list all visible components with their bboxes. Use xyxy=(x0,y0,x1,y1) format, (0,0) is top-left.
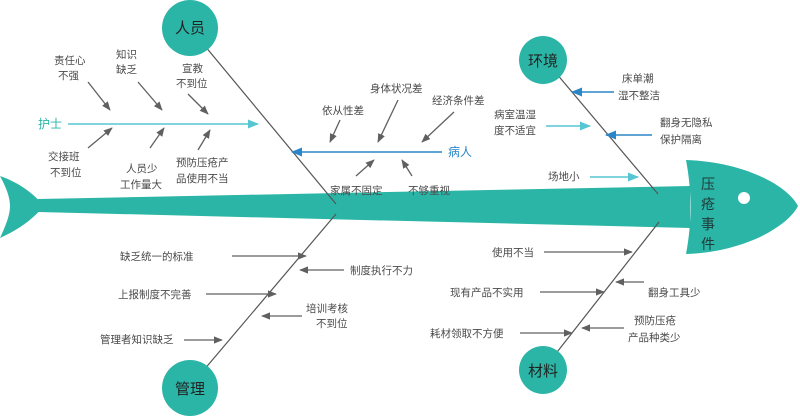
label-chuangdan: 床单潮 xyxy=(622,72,654,85)
label-yufangzhonglei: 预防压疮 xyxy=(634,314,676,327)
label-peixun: 培训考核 xyxy=(306,302,348,315)
category-guanli: 管理 xyxy=(162,360,218,416)
category-huanjing: 环境 xyxy=(519,36,567,84)
label-guanlizhe: 管理者知识缺乏 xyxy=(100,333,174,346)
arrow-zhongshi xyxy=(401,159,413,177)
label-bingren: 病人 xyxy=(448,144,472,159)
head-char: 事 xyxy=(701,217,715,233)
label-xuanjiao: 宣教 xyxy=(182,62,203,75)
arrow-yufangchanpin xyxy=(197,129,211,151)
label-zerenxin: 不强 xyxy=(58,70,79,82)
label-changdi: 场地小 xyxy=(548,170,580,183)
bone-cailiao xyxy=(542,221,660,371)
label-wenshidu: 度不适宜 xyxy=(494,124,536,137)
label-shangbao: 上报制度不完善 xyxy=(118,288,192,301)
label-shenti: 身体状况差 xyxy=(370,82,423,95)
label-zhishiquefa: 缺乏 xyxy=(116,63,137,76)
fish-spine xyxy=(38,186,690,228)
arrow-renyuanshao xyxy=(149,127,165,149)
arrow-zhishiquefa xyxy=(137,81,163,111)
fish-eye xyxy=(738,192,750,204)
category-renyuan: 人员 xyxy=(162,0,218,56)
label-jiaojieban: 交接班 xyxy=(48,150,80,163)
arrow-xuanjiao xyxy=(187,93,209,115)
label-jiaojieban: 不到位 xyxy=(50,166,82,179)
label-yufangchanpin: 品使用不当 xyxy=(176,172,229,185)
label-fanshen: 保护隔离 xyxy=(660,133,702,146)
label-yicongxing: 依从性差 xyxy=(322,104,364,117)
head-char: 件 xyxy=(701,237,715,253)
label-fanshengongju: 翻身工具少 xyxy=(648,286,701,299)
arrow-jiaojieban xyxy=(87,127,113,149)
label-yufangzhonglei: 产品种类少 xyxy=(628,331,681,344)
label-renyuanshao: 工作量大 xyxy=(120,178,162,191)
svg-text:人员: 人员 xyxy=(175,19,205,37)
label-tongyi: 缺乏统一的标准 xyxy=(120,250,194,263)
label-hushi: 护士 xyxy=(38,117,62,131)
label-zhidu: 制度执行不力 xyxy=(350,264,413,277)
label-zerenxin: 责任心 xyxy=(54,54,86,67)
bone-guanli xyxy=(191,213,337,385)
label-jingji: 经济条件差 xyxy=(432,94,485,107)
svg-text:环境: 环境 xyxy=(528,52,558,70)
arrow-jiashu xyxy=(355,159,375,177)
bone-huanjing xyxy=(544,59,659,195)
label-jiashu: 家属不固定 xyxy=(330,184,383,197)
fish-tail xyxy=(0,176,44,238)
category-cailiao: 材料 xyxy=(519,346,567,394)
label-zhishiquefa: 知识 xyxy=(116,48,137,61)
arrow-shenti xyxy=(377,99,399,143)
head-char: 压 xyxy=(701,177,715,193)
label-haocai: 耗材领取不方便 xyxy=(430,327,504,340)
svg-text:材料: 材料 xyxy=(528,362,558,380)
label-fanshen: 翻身无隐私 xyxy=(660,116,713,129)
arrow-zerenxin xyxy=(87,81,111,111)
arrow-jingji xyxy=(421,111,455,143)
label-xianyou: 现有产品不实用 xyxy=(450,286,524,299)
label-shiyong: 使用不当 xyxy=(492,246,534,259)
label-renyuanshao: 人员少 xyxy=(126,163,158,175)
label-zhongshi: 不够重视 xyxy=(408,184,450,197)
label-chuangdan: 湿不整洁 xyxy=(618,89,660,102)
bone-renyuan xyxy=(189,27,337,205)
svg-text:管理: 管理 xyxy=(175,380,205,398)
label-yufangchanpin: 预防压疮产 xyxy=(176,156,229,169)
arrow-yicongxing xyxy=(329,119,341,143)
head-char: 疮 xyxy=(701,197,715,213)
label-peixun: 不到位 xyxy=(316,317,348,330)
fish-head xyxy=(686,160,798,254)
label-wenshidu: 病室温湿 xyxy=(494,108,536,121)
label-xuanjiao: 不到位 xyxy=(176,77,208,90)
